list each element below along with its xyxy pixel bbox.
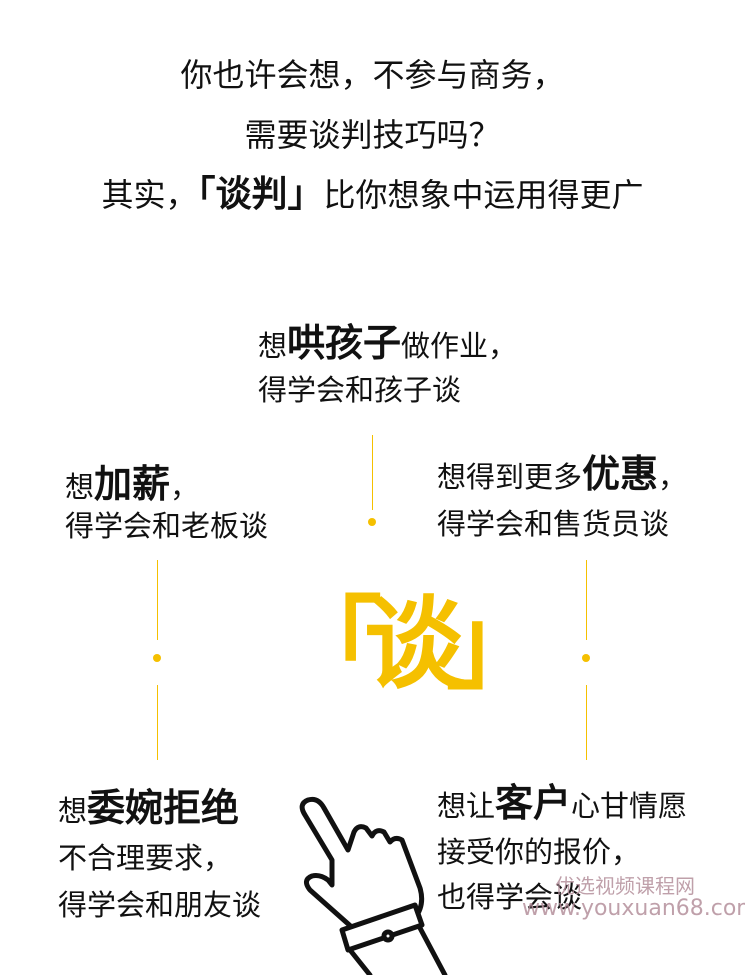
text: 心甘情愿	[571, 789, 688, 823]
connector-line	[157, 685, 158, 760]
bottom-left-line-2: 不合理要求，	[58, 841, 233, 875]
text: 想得到更多	[437, 460, 583, 494]
bottom-right-line-2: 接受你的报价，	[437, 835, 641, 869]
watermark-url: www.youxuan68.com	[522, 896, 745, 921]
intro-line-3: 其实，「谈判」比你想象中运用得更广	[0, 175, 745, 215]
left-block-line-1: 想加薪，	[65, 465, 200, 505]
watermark-title: 优选视频课程网	[555, 874, 695, 898]
bottom-left-line-1: 想委婉拒绝	[58, 789, 239, 829]
connector-line	[586, 685, 587, 760]
connector-line	[372, 435, 373, 510]
connector-line	[157, 560, 158, 640]
right-block-line-1: 想得到更多优惠，	[437, 455, 688, 495]
connector-line	[586, 560, 587, 640]
intro-pre: 其实，	[101, 176, 198, 214]
intro-bold: 「谈判」	[197, 174, 324, 215]
text: 想	[65, 470, 95, 504]
text: ，	[170, 470, 200, 504]
connector-dot	[368, 518, 376, 526]
intro-post: 比你想象中运用得更广	[323, 176, 644, 214]
top-block-line-2: 得学会和孩子谈	[258, 373, 462, 407]
bold-text: 哄孩子	[287, 321, 402, 365]
text: 想让	[437, 789, 496, 823]
bold-text: 优惠	[582, 452, 659, 496]
bottom-right-line-1: 想让客户心甘情愿	[437, 784, 688, 824]
connector-dot	[582, 654, 590, 662]
right-block-line-2: 得学会和售货员谈	[437, 507, 670, 541]
intro-line-1: 你也许会想，不参与商务，	[180, 56, 565, 94]
text: 想	[258, 329, 288, 363]
bold-text: 客户	[495, 781, 572, 825]
text: ，	[658, 460, 688, 494]
top-block-line-1: 想哄孩子做作业，	[258, 324, 518, 364]
connector-dot	[153, 654, 161, 662]
bold-text: 委婉拒绝	[87, 786, 240, 830]
text: 做作业，	[401, 329, 518, 363]
text: 想	[58, 794, 88, 828]
left-block-line-2: 得学会和老板谈	[65, 509, 269, 543]
center-talk-label: 「谈」	[282, 586, 546, 703]
intro-line-2: 需要谈判技巧吗？	[244, 116, 501, 154]
bottom-right-line-3: 也得学会谈	[437, 880, 583, 914]
bold-text: 加薪	[94, 462, 171, 506]
bottom-left-line-3: 得学会和朋友谈	[58, 888, 262, 922]
pointing-hand-icon	[299, 796, 448, 975]
